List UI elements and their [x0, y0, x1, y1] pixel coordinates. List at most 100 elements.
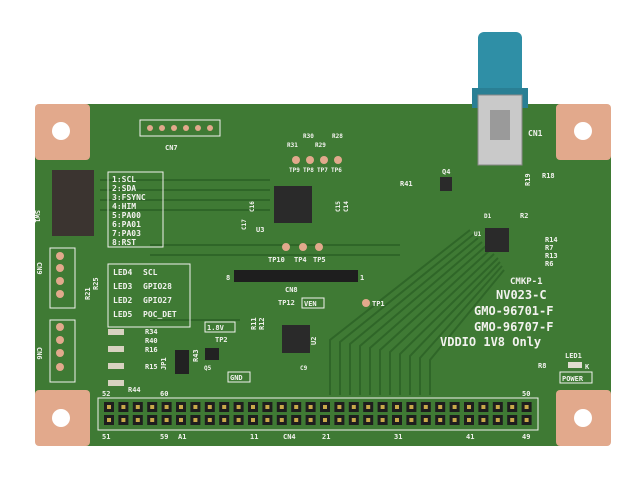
- header-pin-contact: [107, 418, 111, 422]
- header-pin-contact: [467, 418, 471, 422]
- switch-function: 8:RST: [112, 238, 136, 247]
- header-pin-contact: [294, 405, 299, 409]
- header-pin-contact: [207, 405, 212, 409]
- switch-legend: 1:SCL 2:SDA 3:FSYNC 4:HIM 5:PA00 6:PA01 …: [112, 175, 146, 247]
- header-pin-contact: [222, 418, 227, 422]
- led-legend: LED4 SCL LED3 GPIO28 LED2 GPIO27 LED5 PO…: [113, 268, 177, 319]
- header-pin-contact: [164, 405, 169, 409]
- led-signal: GPIO28: [143, 282, 172, 291]
- led-signal: POC_DET: [143, 310, 177, 319]
- header-pin-contact: [481, 418, 486, 422]
- r21-label: R21: [84, 287, 92, 300]
- header-pin-contact: [452, 405, 457, 409]
- pin-label: 52: [102, 390, 110, 398]
- test-point-tp1[interactable]: [362, 299, 370, 307]
- regulator-u2: [282, 325, 310, 353]
- header-pin-contact: [524, 418, 529, 422]
- resistor-label: R6: [545, 260, 553, 268]
- pin-header-cn4[interactable]: [104, 402, 532, 425]
- pin-header-cn8[interactable]: [234, 270, 358, 282]
- q5-label: Q5: [204, 365, 212, 372]
- cn8-pin-8: 8: [226, 274, 230, 282]
- header-pin-contact: [150, 405, 155, 409]
- header-pin-contact: [135, 405, 140, 409]
- pin-label: 59: [160, 433, 168, 441]
- header-pin-contact: [179, 405, 183, 409]
- cn6-label: CN6: [35, 347, 43, 360]
- resistor-label: R34: [145, 328, 158, 336]
- header-pin-contact: [279, 418, 284, 422]
- coax-connector-cn1[interactable]: [472, 32, 528, 166]
- header-pin-contact: [524, 405, 529, 409]
- sw1-label: SW1: [33, 210, 41, 223]
- header-pin-contact: [236, 405, 241, 409]
- switch-function: 2:SDA: [112, 184, 136, 193]
- resistor-label: R14: [545, 236, 558, 244]
- header-pin-contact: [193, 405, 198, 409]
- connector-cn7[interactable]: [139, 119, 221, 137]
- title-line: GMO-96701-F: [474, 304, 553, 318]
- switch-function: 3:FSYNC: [112, 193, 146, 202]
- header-pin-contact: [222, 405, 227, 409]
- switch-function: 7:PA03: [112, 229, 141, 238]
- c14-label: C14: [343, 201, 350, 212]
- header-pin-contact: [135, 418, 140, 422]
- resistor-label: R44: [128, 386, 141, 394]
- r11-label: R11: [250, 317, 258, 330]
- tp-label: TP6: [331, 167, 342, 174]
- cn7-label: CN7: [165, 144, 178, 152]
- pin-label: 60: [160, 390, 168, 398]
- header-pin-contact: [423, 405, 428, 409]
- tp-label: TP8: [303, 167, 314, 174]
- resistor-label: R2: [520, 212, 528, 220]
- header-pin-contact: [409, 418, 414, 422]
- test-points-mid[interactable]: [282, 243, 323, 251]
- led-signal: SCL: [143, 268, 158, 277]
- header-pin-contact: [265, 405, 270, 409]
- dip-switch-sw1[interactable]: [52, 170, 94, 236]
- header-pin-contact: [279, 405, 284, 409]
- jumper-jp1[interactable]: [175, 350, 189, 374]
- test-points-top[interactable]: [292, 156, 342, 164]
- status-leds: [108, 329, 124, 386]
- tp-label: TP9: [289, 167, 300, 174]
- title-line: NV023-C: [496, 288, 547, 302]
- resistor-label: R41: [400, 180, 413, 188]
- led-legend-box: [107, 263, 191, 328]
- jp1-label: JP1: [160, 357, 168, 370]
- pin-label: 21: [322, 433, 330, 441]
- connector-cn6[interactable]: [49, 319, 76, 383]
- header-pin-contact: [337, 418, 342, 422]
- tp-label: TP4: [294, 256, 307, 264]
- ven-label: VEN: [304, 300, 317, 308]
- header-pin-contact: [323, 418, 327, 422]
- header-pin-contact: [236, 418, 241, 422]
- r-label: R28: [332, 133, 343, 140]
- switch-function: 4:HIM: [112, 202, 136, 211]
- r12-label: R12: [258, 317, 266, 330]
- tp2-label: TP2: [215, 336, 228, 344]
- resistor-labels: R34 R40 R16 R15 R44 R41 R14 R7 R13 R6 R2…: [128, 172, 558, 394]
- r19-label: R19: [524, 173, 532, 186]
- power-label: POWER: [562, 375, 584, 383]
- resistor-label: R15: [145, 363, 158, 371]
- pin-label: 11: [250, 433, 258, 441]
- header-pin-contact: [510, 418, 515, 422]
- led-name: LED2: [113, 296, 132, 305]
- resistor-label: R16: [145, 346, 158, 354]
- header-pin-contact: [409, 405, 414, 409]
- header-pin-contact: [193, 418, 198, 422]
- pin-label: 49: [522, 433, 530, 441]
- title-line: VDDIO 1V8 Only: [440, 335, 541, 349]
- tp-label: TP10: [268, 256, 285, 264]
- r43-label: R43: [192, 349, 200, 362]
- connector-cn9[interactable]: [49, 247, 76, 309]
- board-title: CMKP-1 NV023-C GMO-96701-F GMO-96707-F V…: [440, 277, 553, 349]
- cn1-label: CN1: [528, 129, 543, 138]
- traces: [100, 179, 505, 395]
- tp-label: TP7: [317, 167, 328, 174]
- switch-function: 6:PA01: [112, 220, 141, 229]
- header-pin-contact: [438, 405, 443, 409]
- chip-u3: [274, 186, 312, 223]
